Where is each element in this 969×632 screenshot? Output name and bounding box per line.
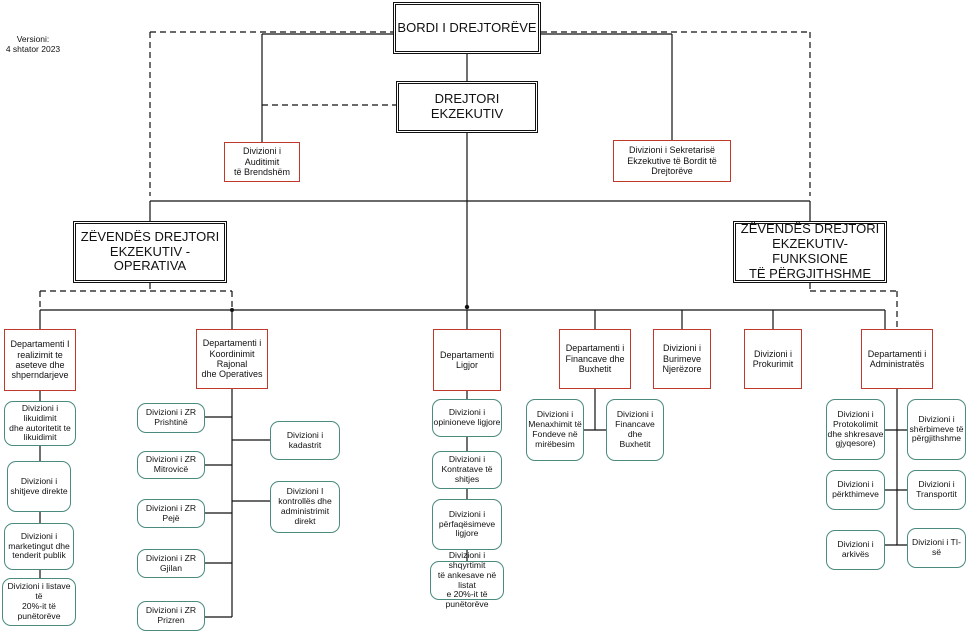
division-legal-representation: Divizioni i përfaqësimeve ligjore — [432, 499, 502, 550]
internal-audit-division: Divizioni i Auditimit të Brendshëm — [224, 142, 300, 182]
division-rz-prizren: Divizioni i ZR Prizren — [137, 601, 205, 631]
dept-administration: Departamenti i Administratës — [861, 329, 933, 389]
division-archive: Divizioni i arkivës — [826, 530, 885, 570]
division-sales-contracts: Divizioni i Kontratave të shitjes — [432, 451, 502, 489]
dept-legal: Departamenti Ligjor — [433, 329, 501, 391]
division-procurement: Divizioni i Prokurimit — [744, 329, 802, 389]
board-of-directors-box: BORDI I DREJTORËVE — [393, 2, 541, 54]
division-rz-peje: Divizioni i ZR Pejë — [137, 499, 205, 528]
division-20-percent-lists: Divizioni i listave të 20%-it të punëtor… — [2, 578, 76, 626]
division-legal-opinions: Divizioni i opinioneve ligjore — [432, 399, 502, 437]
version-date: 4 shtator 2023 — [5, 44, 61, 55]
division-direct-sales: Divizioni i shitjeve direkte — [7, 461, 71, 512]
division-marketing-tender: Divizioni i marketingut dhe tenderit pub… — [4, 523, 74, 570]
division-human-resources: Divizioni i Burimeve Njerëzore — [653, 329, 711, 389]
division-control-direct-administration: Divizioni I kontrollës dhe administrimit… — [270, 481, 340, 533]
version-label: Versioni: — [16, 34, 50, 44]
division-liquidation: Divizioni i likuidimit dhe autoritetit t… — [4, 401, 76, 446]
division-cadastre: Divizioni i kadastrit — [270, 421, 340, 460]
executive-director-box: DREJTORI EKZEKUTIV — [396, 81, 538, 133]
division-trust-funds-management: Divizioni i Menaxhimit të Fondeve në mir… — [526, 399, 584, 461]
division-protocol: Divizioni i Protokolimit dhe shkresave g… — [826, 399, 885, 460]
division-complaints-review: Divizioni i shqyrtimit të ankesave në li… — [430, 550, 504, 609]
board-secretariat-division: Divizioni i Sekretarisë Ekzekutive të Bo… — [613, 140, 731, 182]
dept-asset-realization: Departamenti I realizimit te aseteve dhe… — [4, 329, 76, 391]
deputy-director-general-functions-box: ZËVENDËS DREJTORI EKZEKUTIV-FUNKSIONE TË… — [733, 221, 887, 283]
division-rz-prishtine: Divizioni i ZR Prishtinë — [137, 403, 205, 433]
division-rz-mitrovice: Divizioni i ZR Mitrovicë — [137, 451, 205, 479]
division-transport: Divizioni i Transportit — [907, 470, 966, 510]
version-info: Versioni: 4 shtator 2023 — [4, 34, 62, 54]
division-finance-budget: Divizioni i Financave dhe Buxhetit — [606, 399, 664, 461]
division-it: Divizioni i TI-së — [907, 528, 966, 568]
dept-finance-budget: Departamenti i Financave dhe Buxhetit — [559, 329, 631, 389]
division-rz-gjilan: Divizioni i ZR Gjilan — [137, 549, 205, 578]
division-translations: Divizioni i përkthimeve — [826, 470, 885, 510]
deputy-director-operations-box: ZËVENDËS DREJTORI EKZEKUTIV - OPERATIVA — [73, 221, 227, 283]
division-general-services: Divizioni i shërbimeve të përgjithshme — [907, 399, 966, 460]
dept-regional-coordination: Departamenti i Koordinimit Rajonal dhe O… — [196, 329, 268, 389]
